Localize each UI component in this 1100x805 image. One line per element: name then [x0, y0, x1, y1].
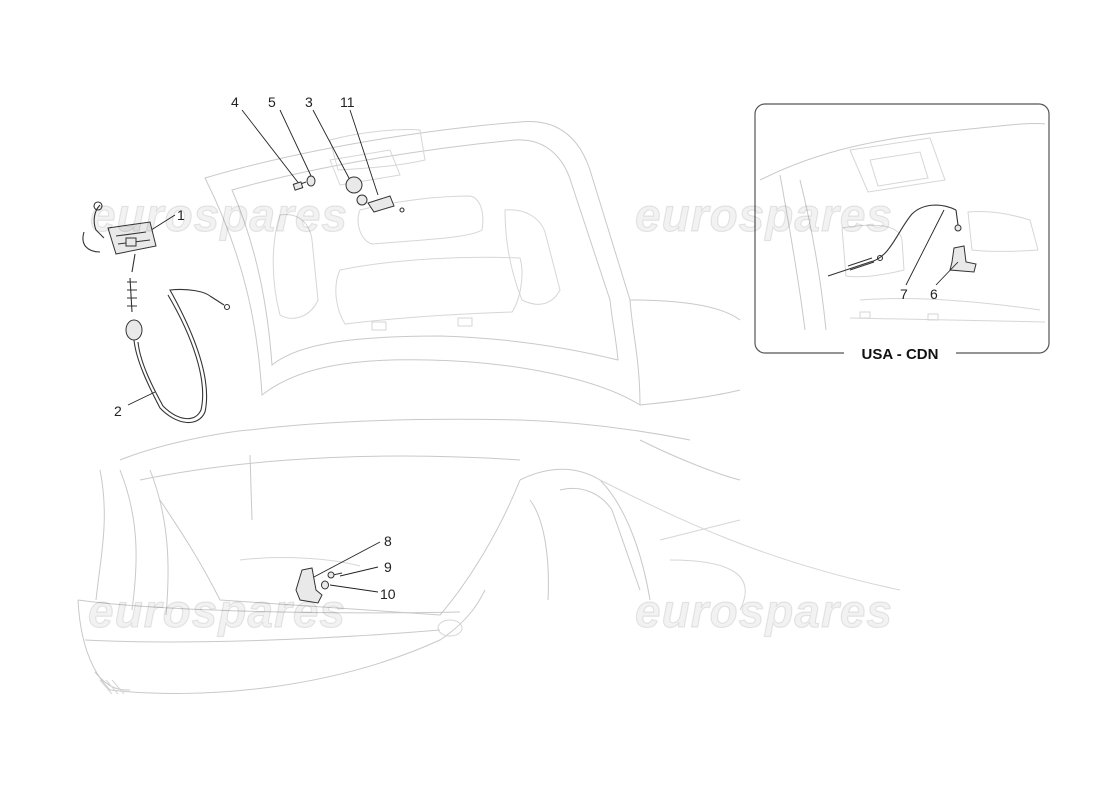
callout-5: 5 — [268, 94, 276, 110]
callout-11: 11 — [340, 94, 355, 110]
trunk-bracket — [295, 567, 343, 604]
callout-7: 7 — [900, 286, 908, 302]
callout-10: 10 — [380, 586, 396, 602]
inset-label: USA - CDN — [862, 346, 939, 363]
leader-lines — [127, 109, 381, 593]
watermark-text: eurospares — [635, 189, 893, 241]
usa-cdn-inset: 7 6 USA - CDN — [754, 103, 1050, 364]
callout-labels: 4 5 3 11 1 2 8 9 10 — [114, 94, 396, 602]
part-1-lock-actuator — [82, 201, 157, 273]
callout-4: 4 — [231, 94, 239, 110]
watermark-layer: eurospares eurospares eurospares eurospa… — [87, 188, 893, 637]
car-body-outline — [77, 121, 901, 695]
callout-2: 2 — [114, 403, 122, 419]
part-2-release-cable — [125, 277, 231, 423]
watermark-text: eurospares — [88, 585, 346, 637]
callout-1: 1 — [177, 207, 185, 223]
callout-3: 3 — [305, 94, 313, 110]
watermark-text: eurospares — [90, 189, 348, 241]
callout-6: 6 — [930, 286, 938, 302]
callout-8: 8 — [384, 533, 392, 549]
watermark-text: eurospares — [635, 585, 893, 637]
callout-9: 9 — [384, 559, 392, 575]
lid-fasteners — [292, 175, 405, 213]
